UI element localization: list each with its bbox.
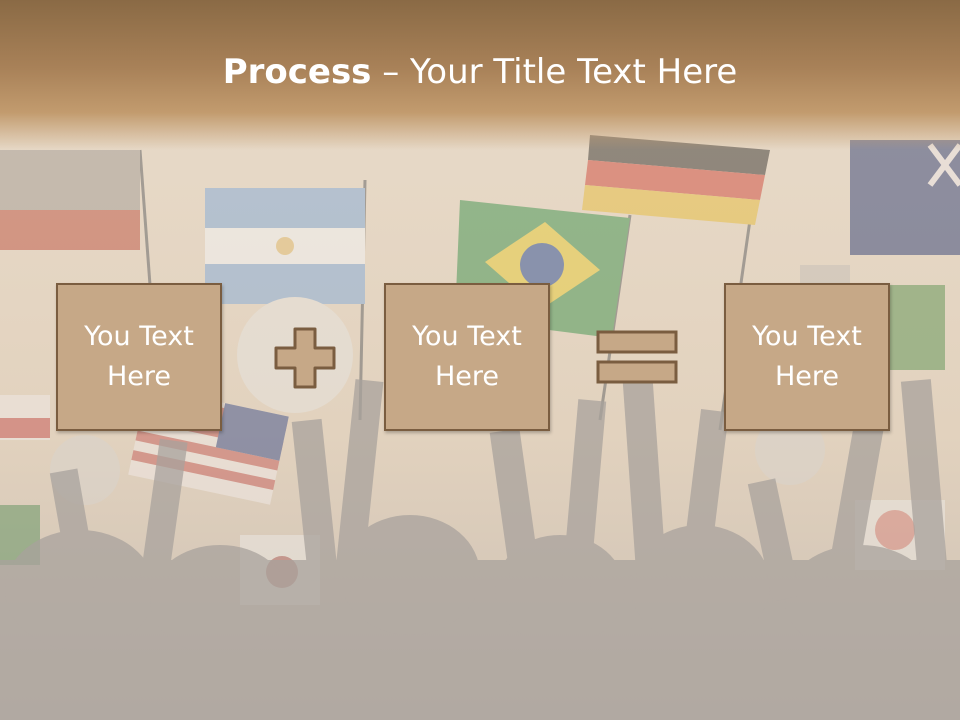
process-result-text: You Text Here xyxy=(752,321,862,392)
process-result-box[interactable]: You Text Here xyxy=(724,283,890,431)
process-step-2-text: You Text Here xyxy=(412,321,522,392)
equals-icon xyxy=(596,330,678,384)
slide-title-rest: – Your Title Text Here xyxy=(371,52,738,92)
plus-icon xyxy=(274,327,336,389)
slide-title: Process – Your Title Text Here xyxy=(0,52,960,92)
process-step-1-text: You Text Here xyxy=(84,321,194,392)
slide-title-bold: Process xyxy=(222,52,372,92)
process-step-1-box[interactable]: You Text Here xyxy=(56,283,222,431)
title-band xyxy=(0,0,960,150)
process-step-2-box[interactable]: You Text Here xyxy=(384,283,550,431)
